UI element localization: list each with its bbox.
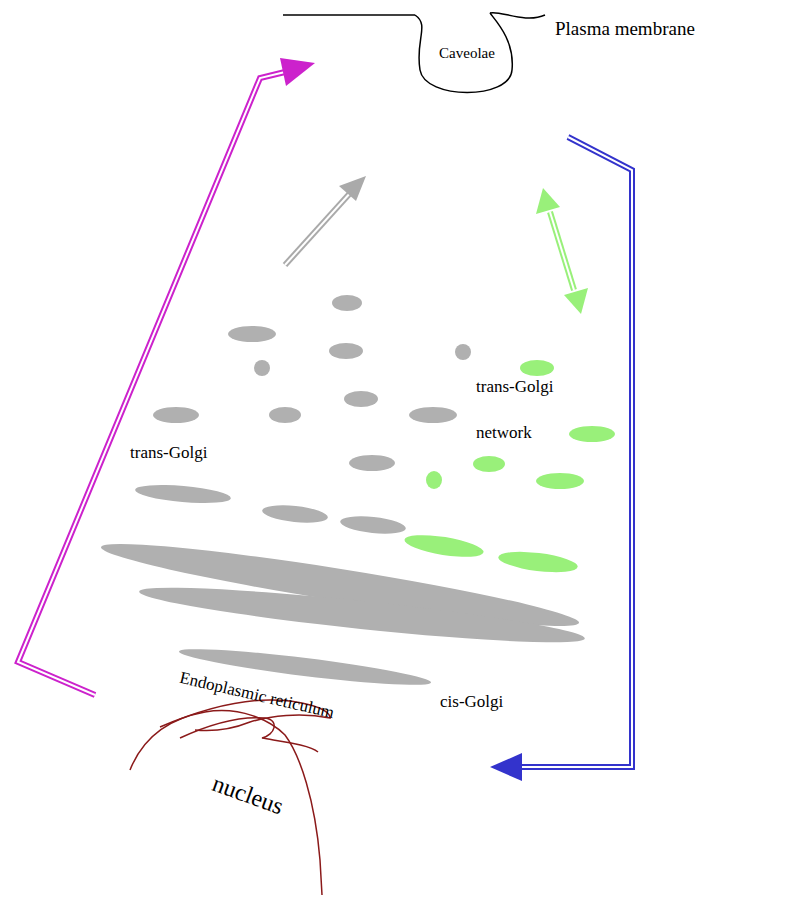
organelle-label: nucleus bbox=[209, 770, 287, 820]
region-label: trans-Golgi bbox=[130, 443, 207, 463]
caveola-node: Caveolae bbox=[410, 10, 520, 105]
membrane-label: Plasma membrane bbox=[555, 18, 695, 40]
node-text: Caveolae bbox=[439, 45, 495, 62]
membrane-line bbox=[490, 13, 545, 18]
exchange-arrow bbox=[536, 188, 588, 314]
retrograde-arrow bbox=[490, 137, 632, 781]
transport-arrow bbox=[285, 176, 366, 265]
nucleus-outline bbox=[130, 700, 330, 895]
secretory-arrow bbox=[18, 58, 315, 695]
region-label: cis-Golgi bbox=[440, 692, 503, 712]
plasma-membrane bbox=[283, 13, 545, 18]
trans-golgi-network bbox=[403, 360, 615, 576]
region-label: trans-Golgi network bbox=[476, 364, 576, 456]
golgi-cisternae bbox=[98, 295, 586, 691]
membrane-line bbox=[283, 14, 415, 16]
